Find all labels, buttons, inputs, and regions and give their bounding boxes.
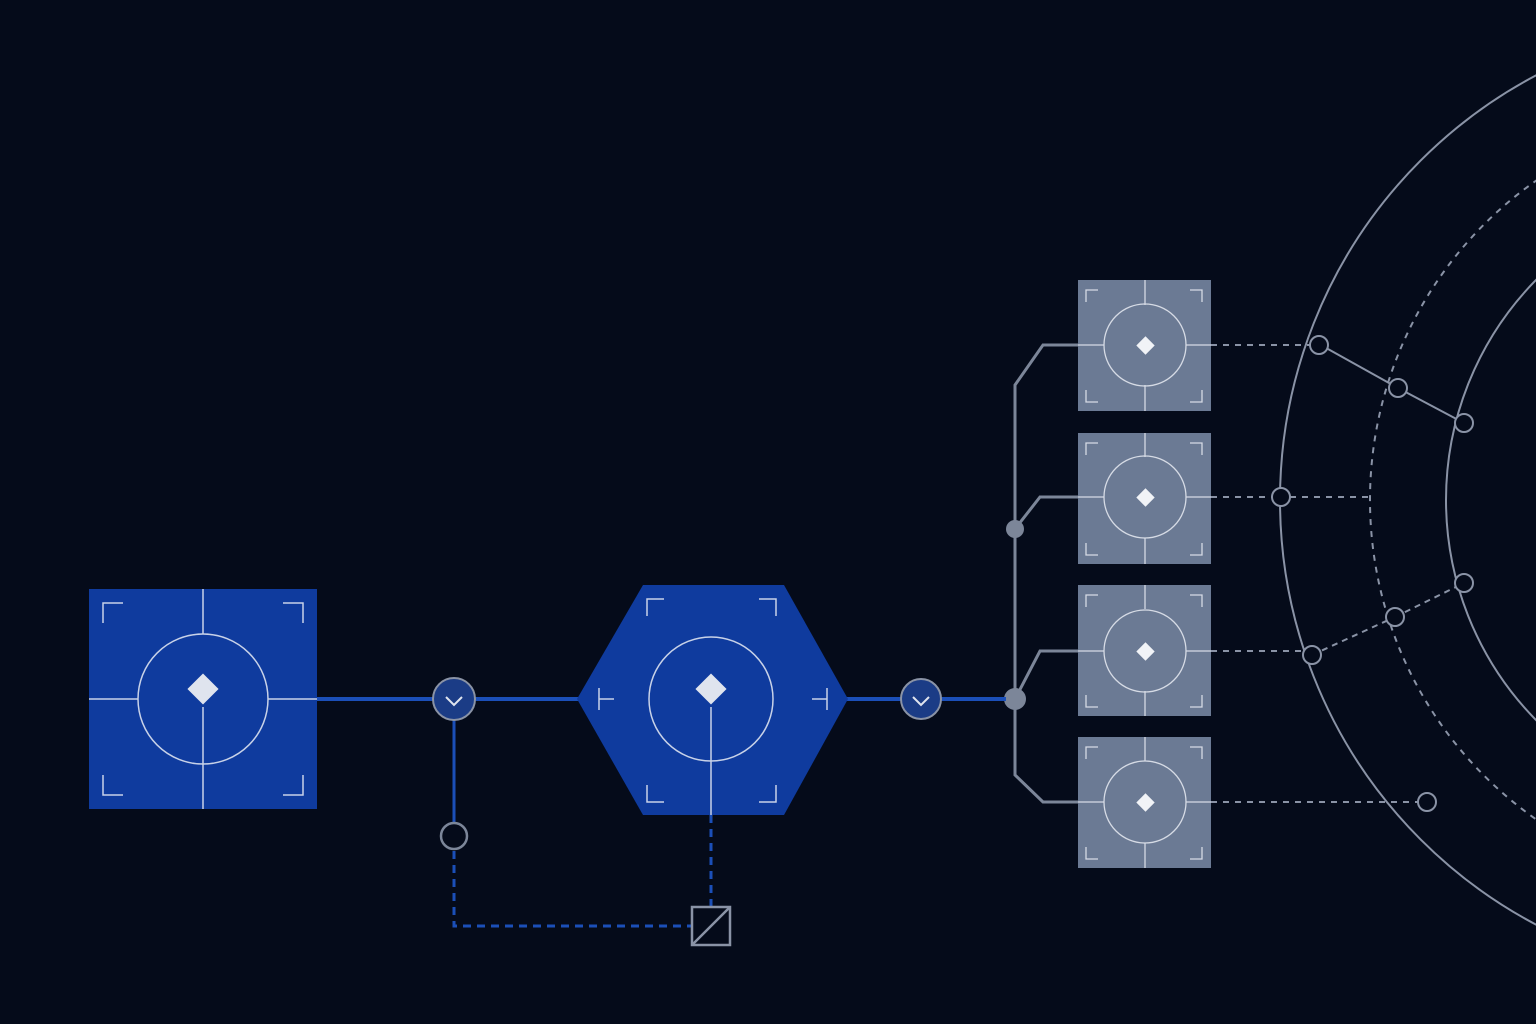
inner-ring (1445, 278, 1536, 722)
junction-valve-1[interactable] (432, 677, 476, 721)
diamond-marker (1136, 793, 1155, 812)
ring-node-5[interactable] (1388, 378, 1408, 398)
middle-ring (1369, 179, 1536, 821)
ring-link (1318, 343, 1399, 389)
branch-dot-upper[interactable] (1006, 520, 1024, 538)
output-block-4[interactable] (1078, 737, 1211, 868)
ring-node-1[interactable] (1309, 335, 1329, 355)
output-block-3[interactable] (1078, 585, 1211, 716)
chevron-down-icon (445, 696, 463, 707)
ring-node-8[interactable] (1385, 607, 1405, 627)
ring-link (1394, 582, 1465, 618)
ring-node-7[interactable] (1454, 573, 1474, 593)
ring-link (1397, 387, 1465, 424)
bypass-lines (452, 815, 713, 928)
ring-node-3[interactable] (1302, 645, 1322, 665)
ring-node-4[interactable] (1417, 792, 1437, 812)
diamond-marker (1136, 488, 1155, 507)
source-block[interactable] (89, 589, 317, 809)
ring-node-2[interactable] (1271, 487, 1291, 507)
output-block-1[interactable] (1078, 280, 1211, 411)
outer-ring (1279, 74, 1536, 926)
branch-to-output-2 (1013, 495, 1078, 530)
diamond-marker (1136, 336, 1155, 355)
diamond-marker (1136, 642, 1155, 661)
bypass-node[interactable] (439, 821, 469, 851)
output-block-2[interactable] (1078, 433, 1211, 564)
branch-to-output-3 (1013, 649, 1078, 700)
main-flow-lines (317, 697, 1006, 822)
ring-nodes (1271, 335, 1474, 812)
output-ring-connectors (1211, 344, 1418, 803)
chevron-down-icon (912, 696, 930, 707)
ring-link (1311, 616, 1396, 656)
ring-links (1311, 343, 1465, 656)
process-block[interactable] (577, 585, 848, 815)
junction-valve-2[interactable] (900, 678, 942, 720)
branch-lines (1013, 343, 1078, 804)
branch-to-output-4 (1013, 699, 1078, 804)
bypass-terminal[interactable] (690, 905, 732, 947)
orbit-rings (1279, 74, 1536, 926)
ring-node-6[interactable] (1454, 413, 1474, 433)
branch-to-output-1 (1013, 343, 1078, 699)
bypass-dashed-path (452, 851, 692, 928)
split-node[interactable] (1004, 688, 1026, 710)
